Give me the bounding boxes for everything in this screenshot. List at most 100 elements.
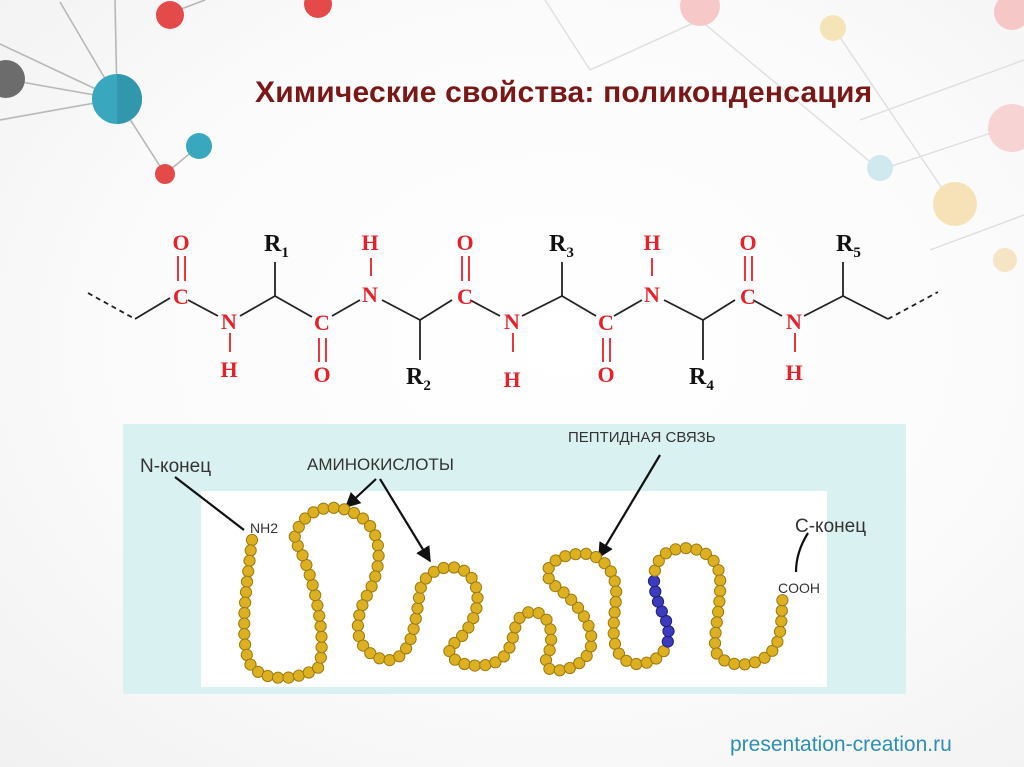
amino-acid-bead (612, 647, 626, 660)
peptide-bond-label: ПЕПТИДНАЯ СВЯЗЬ (568, 429, 716, 446)
amino-acid-bead (714, 584, 727, 598)
amino-acid-bead (630, 657, 643, 671)
amino-acid-bead (282, 671, 295, 684)
atom-c-1: C (173, 284, 189, 309)
atom-h-3: H (503, 367, 520, 392)
amino-acid-bead (771, 635, 784, 648)
atom-c-4: C (598, 310, 614, 335)
peptide-formula: O C N H C O H N O C N H C O H N O C N H … (87, 230, 939, 394)
amino-acid-bead (489, 656, 502, 669)
cooh-label: COOH (778, 580, 820, 596)
r-group-3: R3 (549, 231, 574, 261)
amino-acid-bead (577, 610, 591, 623)
amino-acid-bead (607, 616, 620, 630)
amino-acid-bead (242, 565, 255, 578)
amino-acid-bead (471, 591, 484, 604)
amino-acid-bead (356, 512, 369, 525)
amino-acid-bead (565, 593, 578, 606)
r-group-2: R2 (406, 364, 431, 394)
amino-acid-bead (369, 529, 382, 542)
atom-n-5: N (786, 309, 802, 334)
amino-acid-bead (506, 631, 519, 644)
amino-acid-bead (315, 630, 328, 643)
amino-acid-bead (650, 652, 663, 665)
amino-acid-bead (271, 671, 285, 684)
r-groups: R1 R2 R3 R4 R5 (264, 231, 861, 394)
amino-acid-bead (356, 599, 369, 612)
amino-acid-bead (238, 617, 251, 630)
amino-acid-bead (437, 561, 450, 575)
atom-n-4: N (644, 282, 660, 307)
amino-acid-bead (353, 609, 366, 622)
amino-acid-bead (513, 611, 526, 625)
amino-acid-bead (608, 575, 621, 588)
peptide-bond-bead (651, 595, 665, 608)
carbonyl-bonds (177, 256, 796, 362)
atom-n-3: N (504, 309, 520, 334)
amino-acid-bead (709, 626, 722, 639)
amino-acid-bead (775, 615, 788, 628)
atom-o-4: O (597, 362, 614, 387)
amino-acid-bead (469, 581, 483, 594)
amino-acid-bead (610, 585, 623, 598)
n-terminus-label: N-конец (140, 456, 211, 477)
c-terminus-label: C-конец (795, 516, 866, 537)
peptide-bond-bead (661, 635, 674, 648)
amino-acid-bead (608, 606, 621, 619)
amino-acid-bead (543, 662, 556, 675)
amino-acid-bead (497, 650, 510, 663)
r-group-1: R1 (264, 231, 289, 261)
atom-n-2: N (362, 282, 378, 307)
amino-acid-bead (758, 651, 771, 664)
amino-acid-bead (314, 651, 327, 664)
atom-h-5: H (785, 360, 802, 385)
amino-acid-bead (314, 620, 327, 633)
amino-acid-bead (712, 605, 725, 619)
amino-acid-bead (409, 612, 422, 625)
amino-acid-bead (414, 581, 427, 594)
amino-acid-bead (585, 629, 598, 643)
amino-acid-bead (462, 621, 475, 634)
amino-acid-bead (609, 595, 622, 609)
amino-acid-bead (773, 625, 787, 638)
amino-acid-bead (714, 574, 727, 587)
amino-acid-bead (239, 638, 252, 651)
amino-acid-bead (738, 658, 751, 671)
amino-acid-bead (306, 578, 319, 592)
peptide-bond-bead (647, 575, 661, 588)
watermark: presentation-creation.ru (730, 733, 952, 756)
amino-acid-bead (776, 594, 789, 607)
amino-acid-bead (571, 601, 585, 614)
amino-acid-bead (364, 520, 377, 533)
amino-acid-bead (243, 554, 256, 567)
amino-acid-bead (699, 547, 713, 561)
amino-acid-bead (710, 616, 723, 629)
amino-acid-bead (393, 650, 406, 663)
amino-acid-bead (707, 554, 720, 568)
amino-acid-bead (357, 639, 370, 652)
amino-acid-bead (347, 506, 361, 520)
amino-acid-bead (411, 602, 424, 615)
amino-acid-bead (371, 560, 384, 573)
amino-acid-bead (443, 645, 456, 658)
amino-acid-bead (652, 554, 665, 568)
amino-acid-bead (545, 633, 558, 646)
backbone-bonds (87, 262, 939, 360)
slide-title: Химические свойства: поликонденсация (255, 76, 873, 109)
amino-acid-bead (544, 623, 557, 636)
amino-acid-bead (710, 647, 723, 660)
amino-acid-bead (728, 657, 741, 671)
atom-o-3: O (456, 230, 473, 255)
amino-acid-bead (373, 652, 386, 665)
amino-acid-bead (239, 586, 253, 599)
amino-acid-bead (372, 549, 385, 562)
amino-acid-bead (317, 502, 330, 515)
peptide-bond-bead (649, 585, 662, 598)
amino-acid-bead (404, 632, 417, 646)
r-group-4: R4 (689, 364, 714, 394)
amino-acid-bead (559, 550, 572, 563)
nh2-label: NH2 (250, 520, 278, 536)
amino-acid-bead (313, 609, 326, 622)
amino-acid-bead (238, 607, 251, 620)
